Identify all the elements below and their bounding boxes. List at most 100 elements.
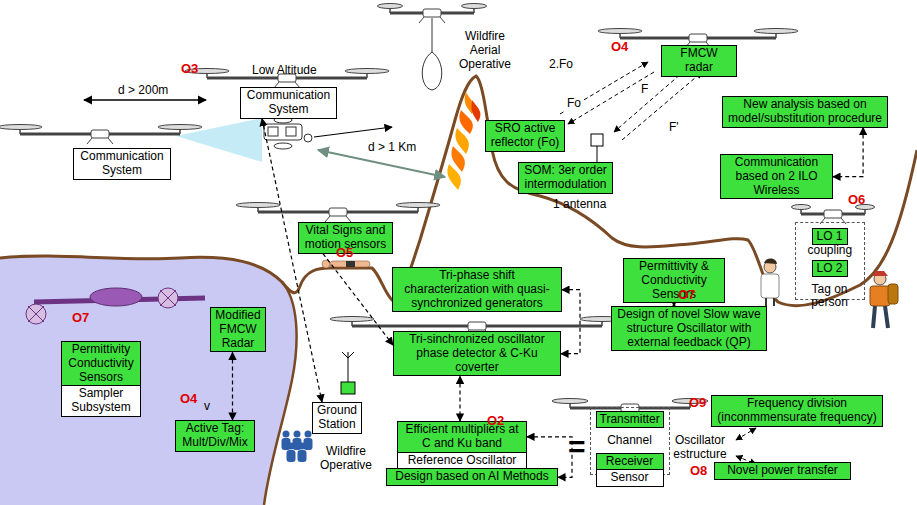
drone-leg — [841, 218, 846, 224]
note-label: d > 200m — [118, 84, 168, 98]
device-module — [286, 127, 296, 136]
note-label: d > 1 Km — [368, 141, 416, 155]
callout-number: O5 — [336, 246, 353, 261]
callout-number: O4 — [180, 392, 197, 407]
rotor — [754, 29, 798, 34]
antenna-mast — [348, 352, 349, 382]
drone-leg — [87, 138, 92, 144]
comm-device — [264, 117, 312, 149]
dashed-connector — [323, 254, 393, 345]
box-label: Permittivity & Conductivity Sensors — [627, 260, 721, 301]
box-label: Sampler Subsystem — [65, 387, 137, 415]
note-label: Wildfire Aerial Operative — [456, 30, 514, 71]
hat — [872, 271, 888, 276]
rotor — [461, 4, 486, 9]
process-box: Tri-sinchronized oscillator phase detect… — [393, 331, 561, 376]
box-label: Active Tag: Mult/Div/Mix — [179, 422, 251, 450]
box-label: Sensor — [600, 471, 660, 485]
backpack — [888, 284, 898, 304]
rotor — [396, 203, 440, 208]
shorts — [346, 261, 355, 267]
process-box: Permittivity Conductivity Sensors — [61, 341, 141, 386]
process-box: Modified FMCW Radar — [210, 307, 266, 352]
region-label: coupling — [808, 244, 852, 258]
region-label: Tag on person — [796, 283, 864, 311]
rotor — [0, 125, 42, 130]
pointing-arrow — [314, 127, 392, 137]
person-body — [287, 450, 296, 462]
drone-body — [90, 288, 142, 306]
distance-arrow — [318, 150, 445, 177]
dashed-region: couplingTag on personLO 1LO 2 — [795, 222, 865, 300]
callout-number: O7 — [72, 311, 89, 326]
device-body — [264, 124, 302, 140]
body — [330, 261, 370, 267]
antenna-box — [591, 134, 603, 146]
process-box: Frequency division (inconmmensurate freq… — [711, 395, 883, 427]
dashed-connector — [833, 128, 863, 177]
process-box: Design based on AI Methods — [386, 468, 558, 486]
flame — [471, 100, 480, 122]
box-label: Communication based on 2 ILO Wireless — [724, 156, 829, 197]
flame — [451, 146, 465, 172]
drone — [0, 125, 202, 145]
drone-leg — [419, 17, 424, 23]
white-box: Communication System — [240, 87, 337, 119]
person-body — [298, 450, 307, 462]
wildfire-flames — [447, 92, 480, 190]
process-box: SOM: 3er order intermodulation — [518, 162, 613, 194]
process-box: Permittivity & Conductivity Sensors — [623, 258, 725, 303]
leg — [765, 298, 767, 306]
box-label: Tri-phase shift characterization with qu… — [396, 269, 558, 310]
signal-arrow — [622, 72, 702, 140]
box-label: Permittivity Conductivity Sensors — [65, 343, 137, 384]
process-box: SRO active reflector (Fo) — [485, 120, 565, 152]
signal-label: 2.Fo — [548, 58, 574, 72]
leg — [873, 306, 875, 328]
note-label: Oscillator estructure — [668, 434, 732, 462]
region-label: Channel — [596, 434, 664, 448]
link-arrow — [736, 428, 756, 440]
callout-number: O7 — [678, 288, 695, 303]
box-label: Transmitter — [600, 413, 660, 427]
distance-arrow — [84, 99, 206, 100]
box-label: Design based on AI Methods — [390, 470, 554, 484]
process-box: FMCW radar — [661, 45, 737, 77]
dashed-connector — [561, 290, 580, 354]
antenna-mast — [597, 146, 598, 162]
rotor — [330, 317, 374, 322]
bucket — [422, 18, 442, 90]
rotor — [552, 399, 588, 404]
dashed-connector — [459, 376, 460, 421]
box-label: LO 1 — [816, 230, 844, 244]
box-label: LO 2 — [816, 262, 844, 276]
signal-label: Fo — [566, 97, 582, 111]
drone-body — [423, 9, 441, 17]
process-box: Active Tag: Mult/Div/Mix — [175, 420, 255, 452]
antenna — [591, 134, 603, 162]
white-box: Sampler Subsystem — [61, 385, 141, 417]
signal-label: F' — [668, 121, 680, 135]
signal-label: F — [640, 83, 649, 97]
process-box: Efficient multipliers at C and Ku band — [397, 421, 527, 453]
drone-body — [329, 208, 347, 216]
note-label: 1 antenna — [553, 198, 606, 212]
box-label: Efficient multipliers at C and Ku band — [401, 423, 523, 451]
lake-shore — [264, 282, 297, 505]
station-unit — [341, 382, 355, 394]
drone-body — [689, 34, 707, 42]
process-box: New analysis based on model/substitution… — [722, 96, 888, 128]
process-box: Tri-phase shift characterization with qu… — [392, 267, 562, 312]
equals-sign: = — [568, 432, 586, 462]
white-box: Ground Station — [312, 402, 362, 434]
drone-leg — [820, 218, 825, 224]
box-label: New analysis based on model/substitution… — [726, 98, 884, 126]
rotor — [598, 29, 642, 34]
white-box: Communication System — [73, 148, 171, 180]
rope — [432, 18, 433, 52]
callout-number: O9 — [689, 396, 706, 411]
device-antenna — [304, 134, 312, 142]
drone — [236, 203, 440, 223]
callout-number: O3 — [181, 62, 198, 77]
